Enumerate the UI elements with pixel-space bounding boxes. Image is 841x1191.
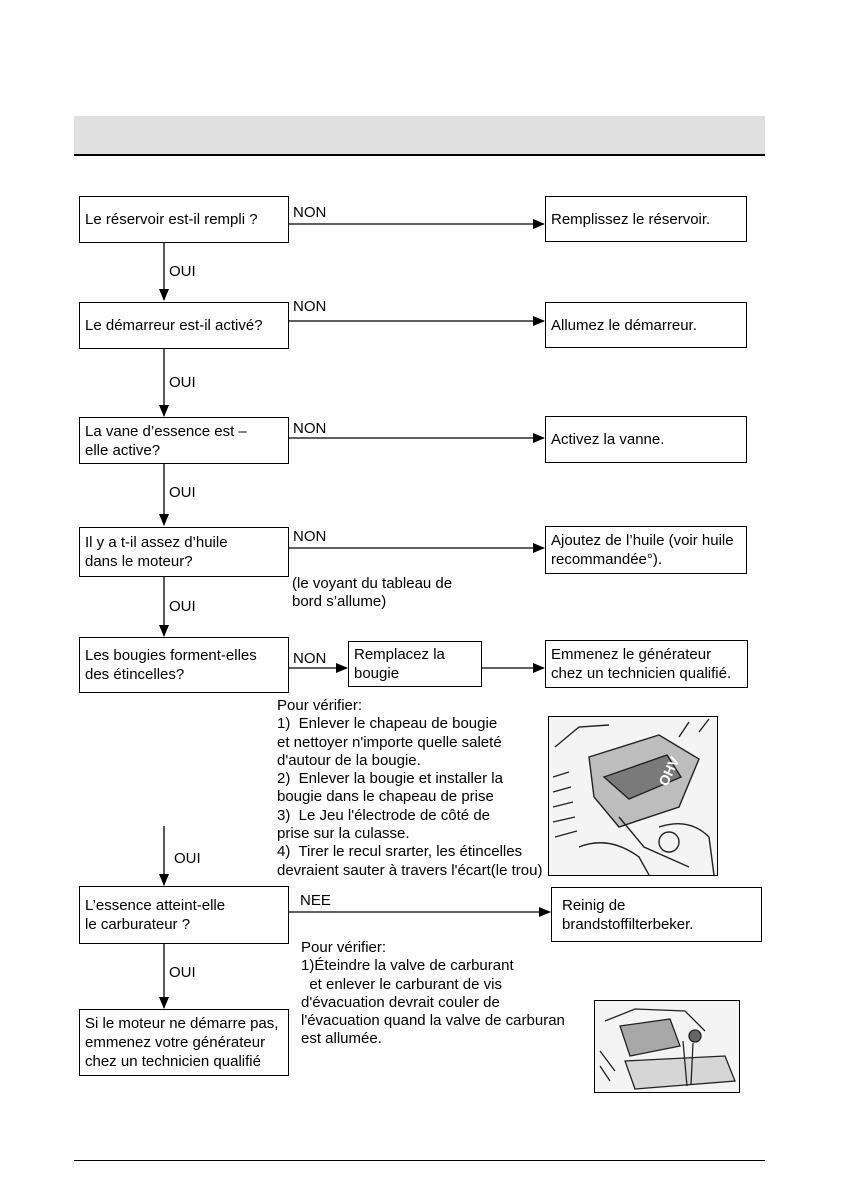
question-box-4: Il y a t-il assez d’huile dans le moteur… (79, 527, 289, 577)
yes-label-4: OUI (169, 598, 196, 615)
action-text: Reinig de brandstoffilterbeker. (562, 896, 694, 933)
no-label-3: NON (293, 420, 327, 437)
no-label-2: NON (293, 298, 327, 315)
fuel-check-note: Pour vérifier: 1)Éteindre la valve de ca… (301, 939, 565, 1048)
question-box-5: Les bougies forment-elles des étincelles… (79, 637, 289, 693)
final-text: Si le moteur ne démarre pas, emmenez vot… (85, 1015, 279, 1070)
action-text: Allumez le démarreur. (551, 316, 697, 334)
fuel-bowl-illustration (595, 1001, 739, 1092)
no-label-5: NON (293, 650, 327, 667)
action-text: Remplacez la bougie (354, 646, 445, 682)
no-label-6: NEE (300, 892, 331, 909)
footer-rule (74, 1160, 765, 1161)
action-box-7: Reinig de brandstoffilterbeker. (551, 887, 762, 942)
no-label-1: NON (293, 204, 327, 221)
action-box-2: Allumez le démarreur. (545, 302, 747, 348)
action-box-1: Remplissez le réservoir. (545, 196, 747, 242)
question-box-1: Le réservoir est-il rempli ? (79, 196, 289, 243)
spark-plug-illustration: OHV (549, 717, 717, 875)
yes-label-6: OUI (169, 964, 196, 981)
question-box-2: Le démarreur est-il activé? (79, 302, 289, 349)
final-box: Si le moteur ne démarre pas, emmenez vot… (79, 1009, 289, 1076)
question-text: Le réservoir est-il rempli ? (85, 211, 258, 228)
yes-label-2: OUI (169, 374, 196, 391)
question-text: Il y a t-il assez d’huile dans le moteur… (85, 534, 228, 570)
question-text: L’essence atteint-elle le carburateur ? (85, 897, 226, 933)
fuel-bowl-photo (594, 1000, 740, 1093)
oil-light-note: (le voyant du tableau de bord s’allume) (292, 575, 453, 611)
action-box-5: Remplacez la bougie (348, 641, 482, 687)
yes-label-5: OUI (174, 850, 201, 867)
action-box-6: Emmenez le générateur chez un technicien… (545, 640, 748, 688)
question-text: Le démarreur est-il activé? (85, 317, 263, 334)
yes-label-1: OUI (169, 263, 196, 280)
question-box-3: La vane d’essence est – elle active? (79, 417, 289, 464)
spark-check-note: Pour vérifier: 1) Enlever le chapeau de … (277, 697, 543, 879)
header-rule (74, 154, 765, 156)
action-text: Remplissez le réservoir. (551, 210, 711, 228)
yes-label-3: OUI (169, 484, 196, 501)
no-label-4: NON (293, 528, 327, 545)
action-box-3: Activez la vanne. (545, 416, 747, 463)
question-box-6: L’essence atteint-elle le carburateur ? (79, 886, 289, 944)
action-text: Ajoutez de l’huile (voir huile recommand… (551, 532, 734, 568)
action-text: Activez la vanne. (551, 431, 665, 448)
spark-plug-photo: OHV (548, 716, 718, 876)
question-text: La vane d’essence est – elle active? (85, 422, 247, 459)
question-text: Les bougies forment-elles des étincelles… (85, 647, 257, 683)
header-bar (74, 116, 765, 154)
action-box-4: Ajoutez de l’huile (voir huile recommand… (545, 526, 747, 574)
action-text: Emmenez le générateur chez un technicien… (551, 646, 732, 682)
